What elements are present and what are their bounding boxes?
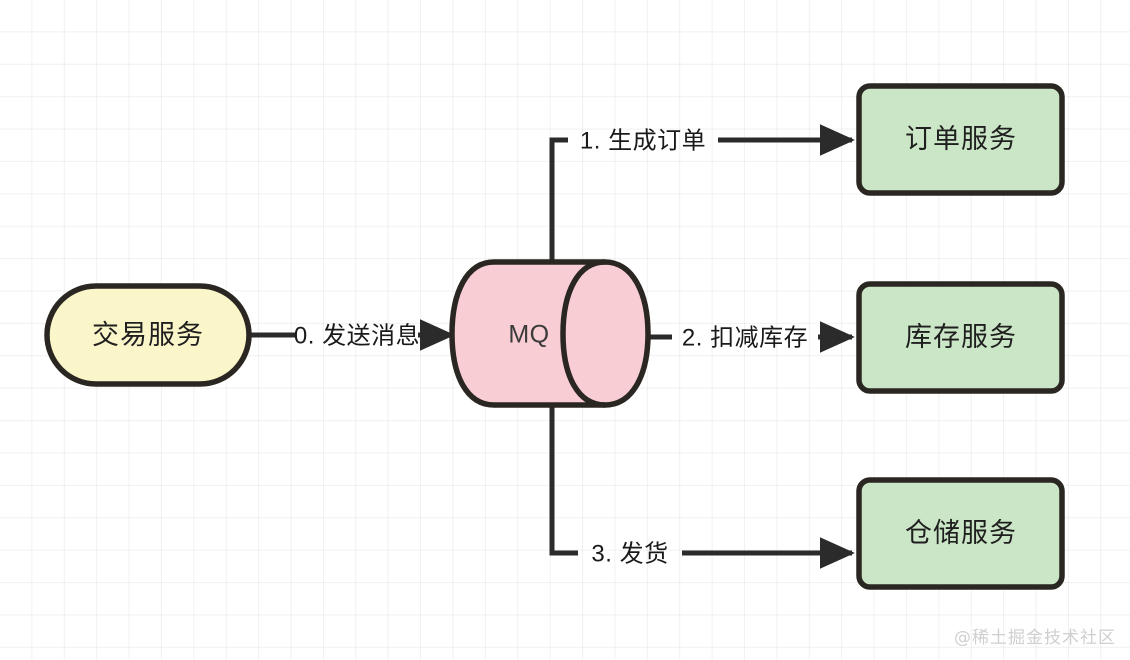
edge-create-order-line [549, 137, 568, 262]
node-order-service-label: 订单服务 [905, 124, 1017, 154]
node-mq[interactable]: MQ [449, 259, 651, 408]
edge-ship-goods-line [549, 405, 578, 556]
edge-ship-goods-label: 3. 发货 [591, 540, 668, 567]
edge-send-message: 0. 发送消息 [250, 319, 455, 351]
edge-send-message-label: 0. 发送消息 [294, 322, 420, 349]
edge-create-order: 1. 生成订单 [549, 124, 855, 262]
edge-ship-goods: 3. 发货 [549, 405, 855, 569]
watermark: @稀土掘金技术社区 [954, 628, 1116, 648]
node-inventory-service-shape [856, 281, 1065, 394]
node-warehouse-service-shape [856, 477, 1065, 590]
node-order-service-shape [856, 83, 1065, 196]
edge-deduct-inventory-label: 2. 扣减库存 [682, 324, 808, 351]
node-inventory-service[interactable]: 库存服务 [856, 281, 1065, 394]
node-mq-label: MQ [508, 321, 549, 349]
node-order-service[interactable]: 订单服务 [856, 83, 1065, 196]
edge-deduct-inventory: 2. 扣减库存 [650, 321, 855, 353]
node-mq-body [449, 259, 651, 408]
node-trade-service[interactable]: 交易服务 [44, 283, 252, 387]
node-mq-end-ellipse [560, 259, 606, 408]
node-trade-service-label: 交易服务 [92, 320, 204, 350]
node-trade-service-shape [44, 283, 252, 387]
node-warehouse-service[interactable]: 仓储服务 [856, 477, 1065, 590]
node-inventory-service-label: 库存服务 [905, 322, 1017, 352]
edge-create-order-label: 1. 生成订单 [580, 127, 706, 154]
node-warehouse-service-label: 仓储服务 [905, 518, 1017, 548]
